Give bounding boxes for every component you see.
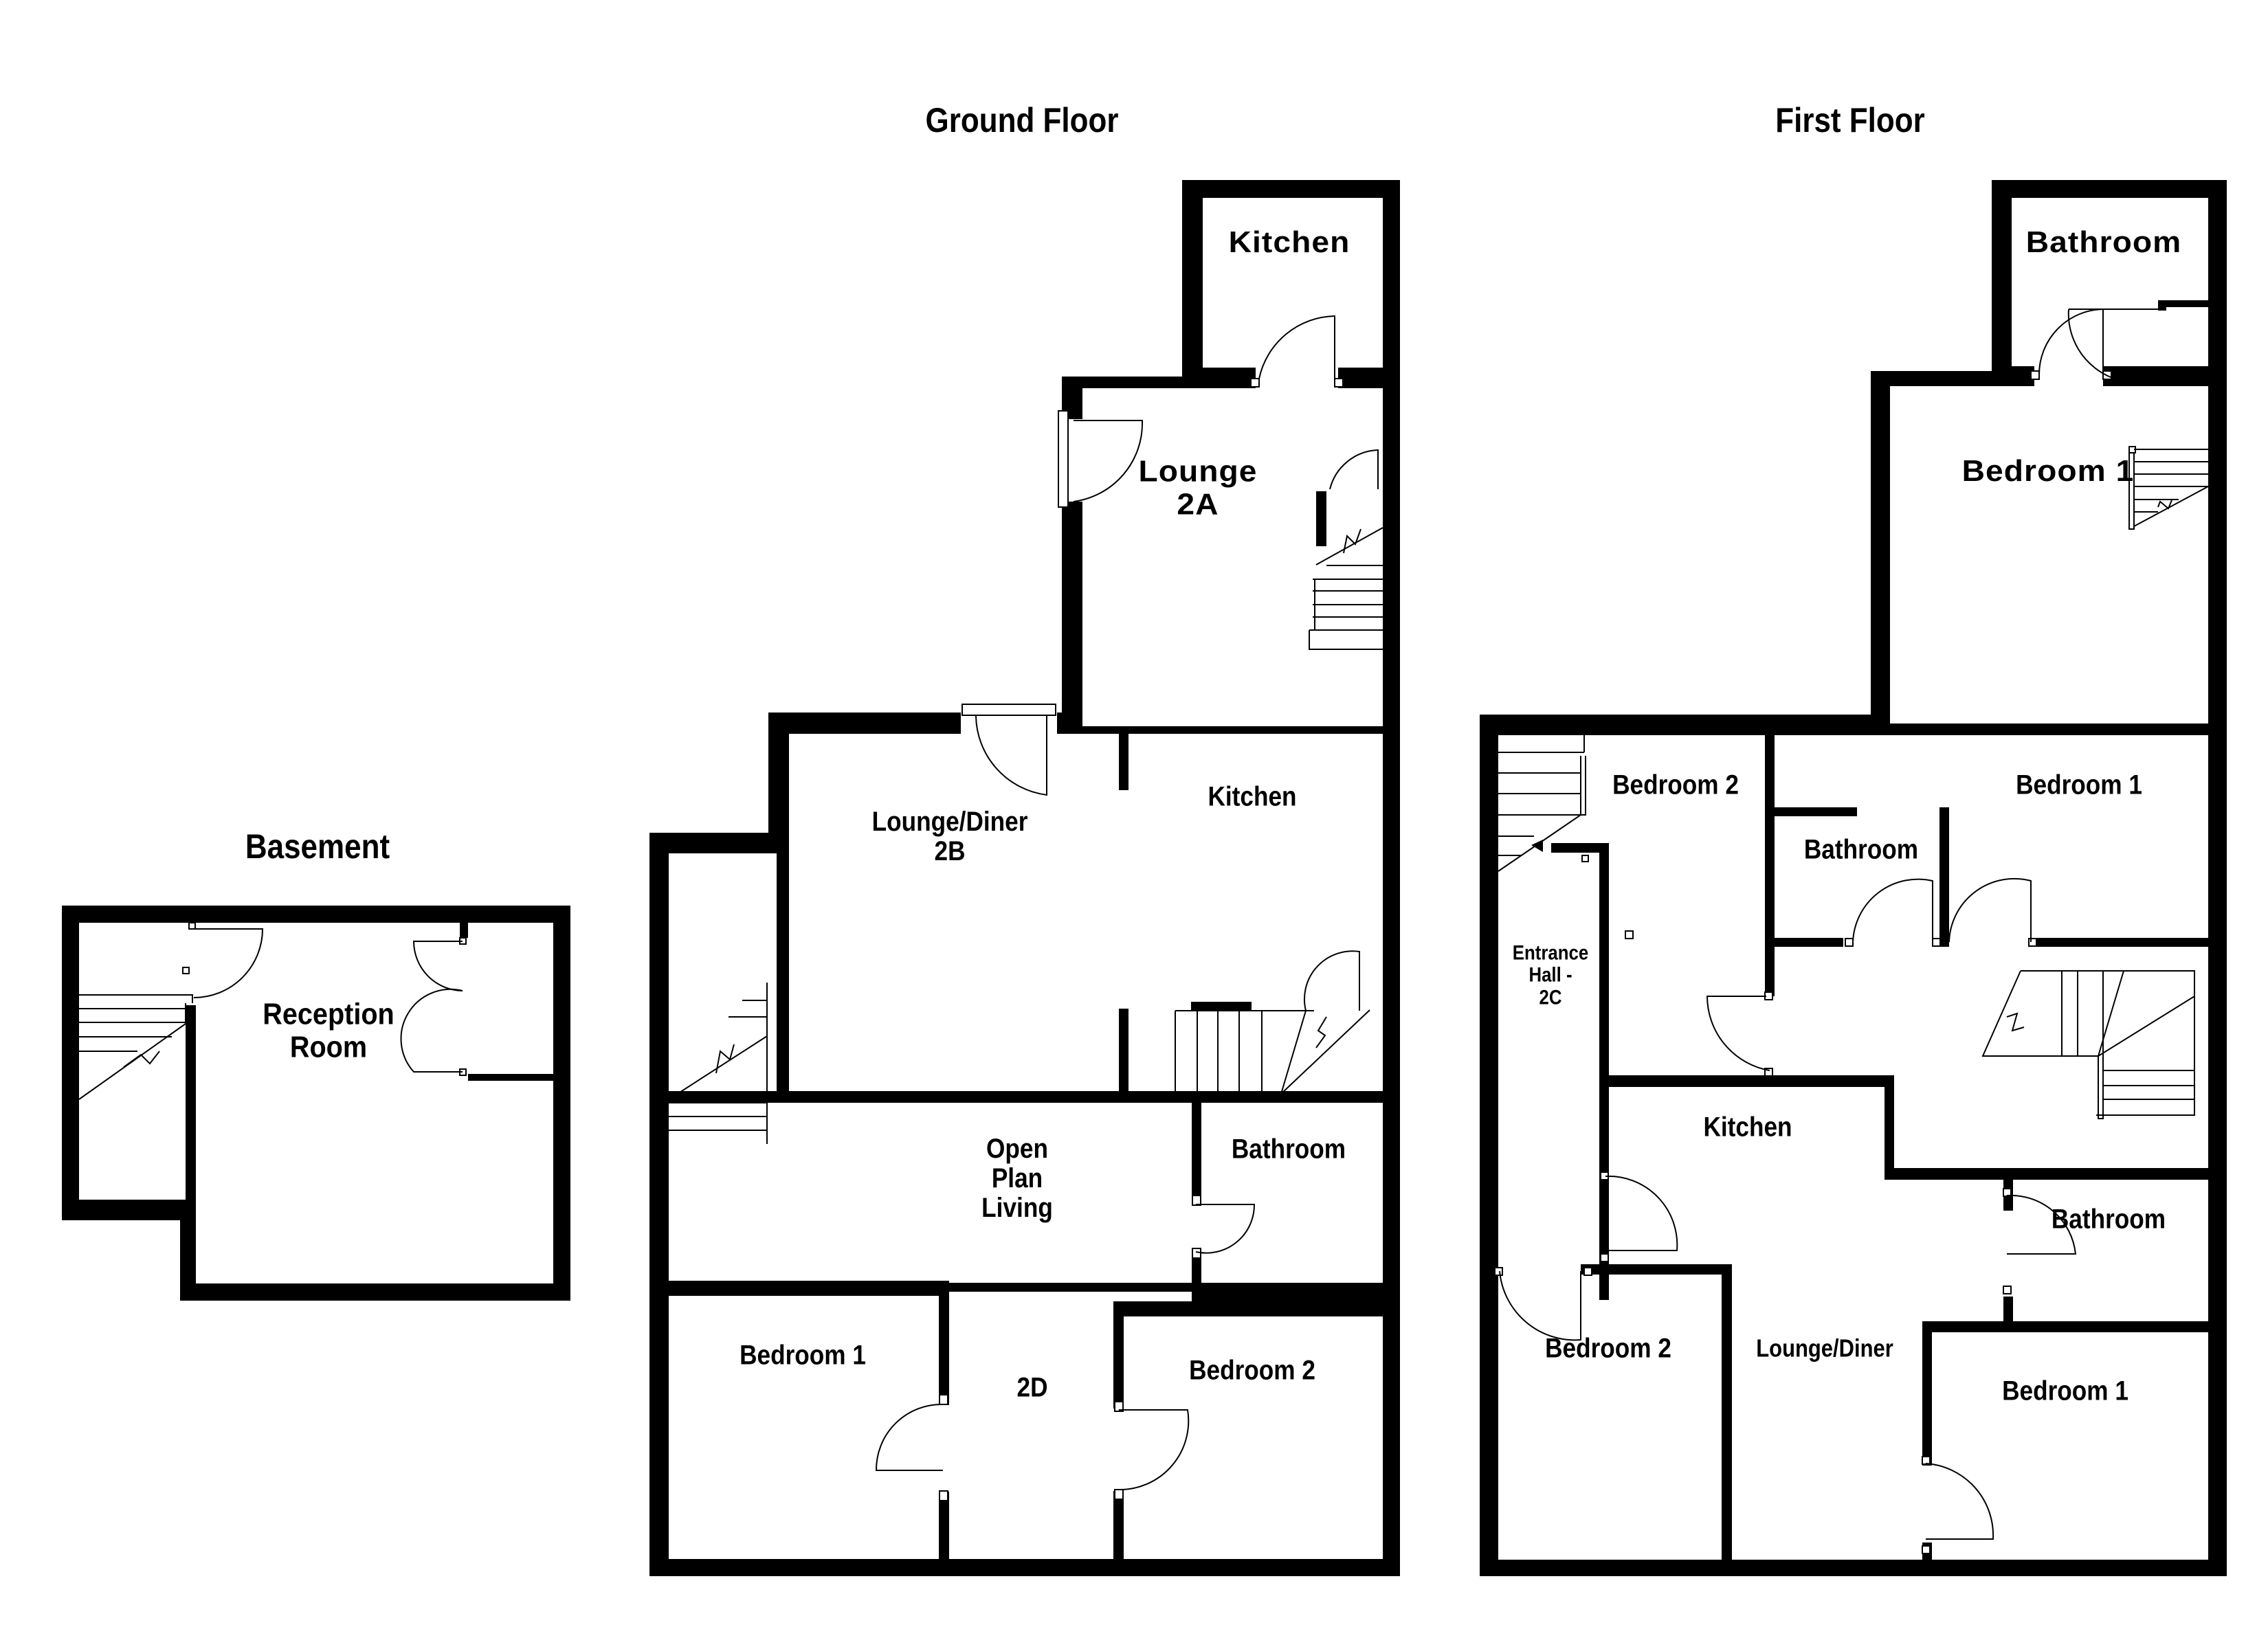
room-label-lounge-diner-2b: Lounge/Diner 2B [871, 806, 1028, 866]
room-label-bedroom-1-top: Bedroom 1 [1961, 454, 2135, 489]
first-stairs-left [1498, 732, 1586, 872]
ground-stairs-2b [1175, 950, 1370, 1098]
room-label-bathroom-mid: Bathroom [1803, 834, 1919, 865]
ground-floor-plan [649, 180, 1400, 1576]
room-label-bathroom-low: Bathroom [2051, 1204, 2166, 1235]
room-label-kitchen-2c: Kitchen [1703, 1112, 1792, 1143]
room-label-bathroom-top: Bathroom [2025, 225, 2182, 260]
room-label-lounge-2a: Lounge 2A [1138, 454, 1258, 521]
room-label-bathroom-2d: Bathroom [1231, 1134, 1346, 1165]
room-label-kitchen-2a: Kitchen [1228, 225, 1350, 260]
room-label-entrance-hall-2c: Entrance Hall - 2C [1512, 941, 1589, 1009]
room-label-bedroom-1-low: Bedroom 1 [2002, 1376, 2128, 1406]
room-label-open-plan-living: Open Plan Living [981, 1134, 1053, 1224]
room-label-kitchen-2b: Kitchen [1208, 781, 1297, 812]
first-floor-title: First Floor [1775, 101, 1925, 139]
room-label-bedroom-1-2d: Bedroom 1 [740, 1340, 866, 1371]
room-label-reception-room: Reception Room [263, 997, 394, 1064]
room-label-flat-2d: 2D [1016, 1372, 1048, 1403]
room-label-bedroom-1-mid: Bedroom 1 [2016, 770, 2142, 800]
room-label-bedroom-2-mid: Bedroom 2 [1612, 770, 1739, 800]
first-stairs-top [2128, 446, 2209, 530]
first-stairs-right [1981, 970, 2195, 1119]
room-label-bedroom-2-2d: Bedroom 2 [1189, 1355, 1315, 1386]
basement-title: Basement [245, 827, 390, 866]
room-label-bedroom-2-low: Bedroom 2 [1545, 1333, 1671, 1364]
ground-stairs-2a [1309, 527, 1383, 650]
first-floor-plan [1480, 180, 2227, 1576]
basement-plan [62, 906, 570, 1301]
basement-stairs [78, 994, 193, 1100]
ground-stairs-left [669, 983, 768, 1144]
room-label-lounge-diner-2c: Lounge/Diner [1756, 1334, 1893, 1362]
ground-floor-title: Ground Floor [925, 101, 1119, 139]
